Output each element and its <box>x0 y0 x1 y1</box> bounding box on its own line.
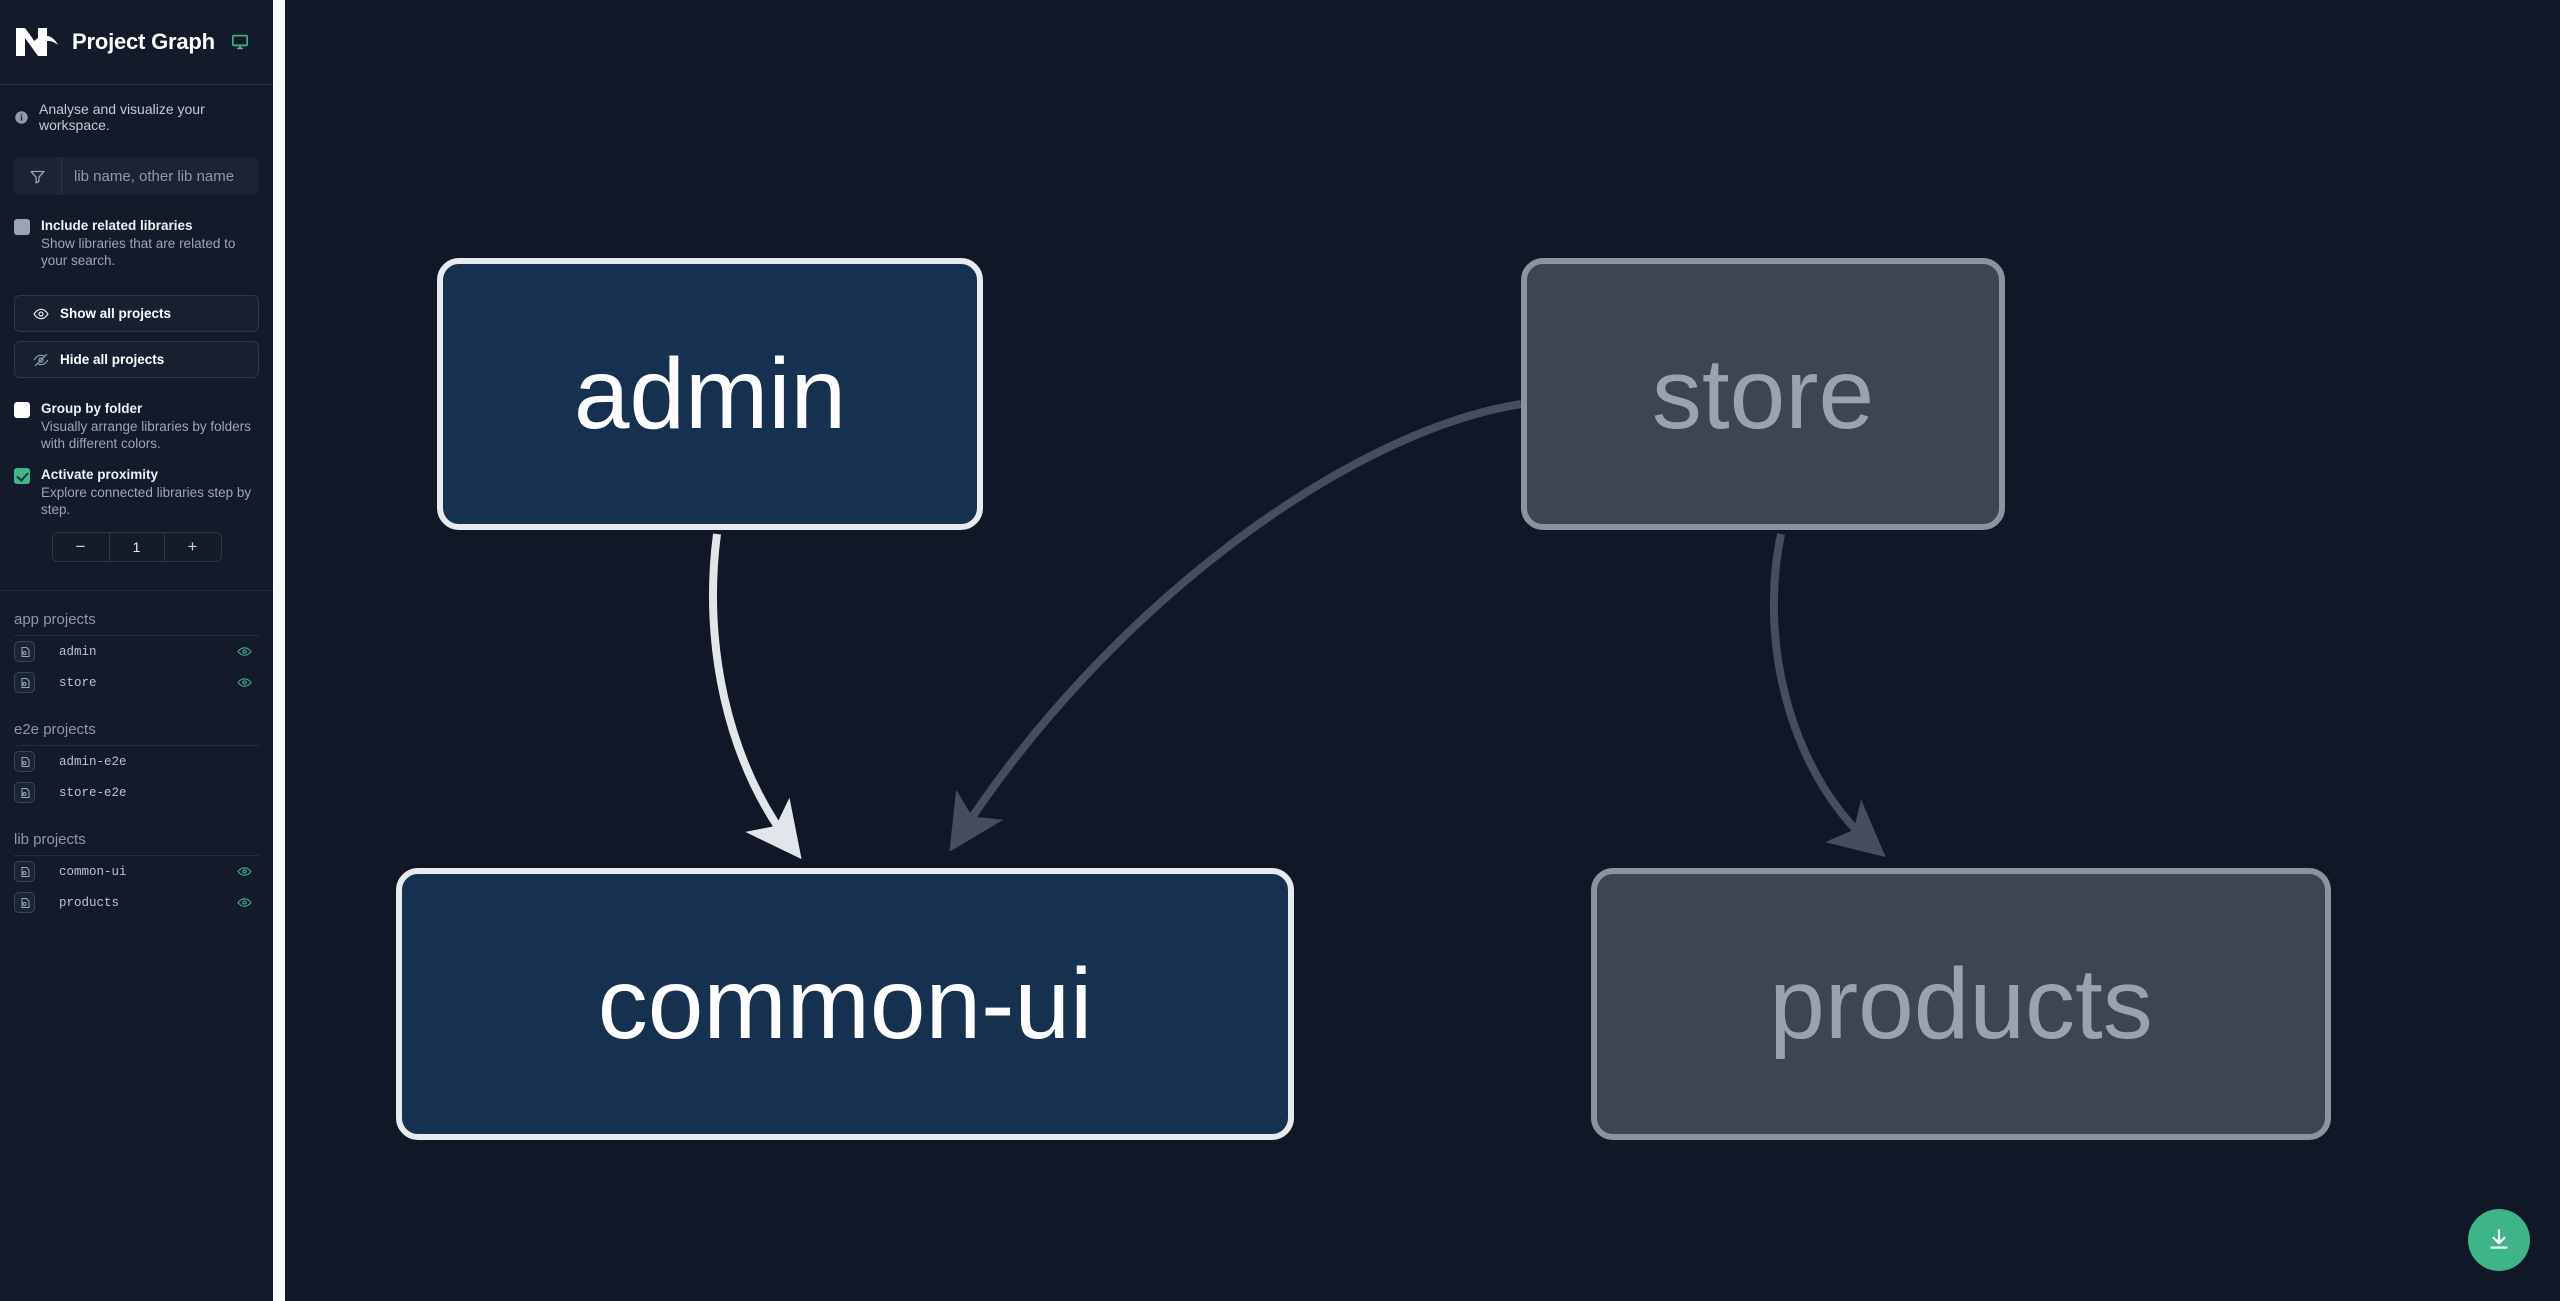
include-related-libraries-checkbox[interactable] <box>14 219 30 235</box>
project-group-app: app projects admin <box>0 591 273 698</box>
edge-admin-to-common-ui <box>709 533 802 860</box>
hide-all-projects-button[interactable]: Hide all projects <box>14 341 259 378</box>
option-label: Activate proximity <box>41 467 159 482</box>
edge-store-to-common-ui <box>949 400 1522 852</box>
graph-edges <box>709 400 1886 860</box>
project-icon <box>14 861 35 882</box>
project-group-title: lib projects <box>14 808 259 856</box>
proximity-decrement-button[interactable]: − <box>52 533 109 561</box>
eye-icon <box>33 306 49 322</box>
nx-logo-icon <box>14 22 62 62</box>
project-icon <box>14 751 35 772</box>
project-name: common-ui <box>59 864 127 879</box>
option-description: Visually arrange libraries by folders wi… <box>41 419 251 451</box>
option-include-related-libraries[interactable]: Include related libraries Show libraries… <box>0 217 273 269</box>
activate-proximity-checkbox[interactable] <box>14 468 30 484</box>
filter-funnel-icon <box>14 157 62 195</box>
project-name: store <box>59 675 97 690</box>
show-all-projects-button[interactable]: Show all projects <box>14 295 259 332</box>
search-box[interactable] <box>14 157 259 195</box>
option-group-by-folder[interactable]: Group by folder Visually arrange librari… <box>0 400 273 452</box>
eye-off-icon <box>33 352 49 368</box>
hide-all-projects-label: Hide all projects <box>60 352 165 367</box>
option-label: Group by folder <box>41 401 143 416</box>
option-label: Include related libraries <box>41 218 193 233</box>
project-list-item[interactable]: store <box>14 667 259 698</box>
project-list-item[interactable]: store-e2e <box>14 777 259 808</box>
project-group-e2e: e2e projects admin-e2e store-e2e <box>0 698 273 808</box>
project-list-item[interactable]: products <box>14 887 259 918</box>
project-list-item[interactable]: common-ui <box>14 856 259 887</box>
show-all-projects-label: Show all projects <box>60 306 172 321</box>
graph-node-label: common-ui <box>597 947 1093 1060</box>
graph-node-label: store <box>1651 337 1875 450</box>
graph-node-admin[interactable]: admin <box>437 258 983 530</box>
download-graph-button[interactable] <box>2468 1209 2530 1271</box>
proximity-value: 1 <box>108 533 165 561</box>
eye-icon[interactable] <box>237 895 253 910</box>
graph-canvas[interactable]: admin store common-ui products <box>285 0 2560 1301</box>
sidebar-divider <box>0 590 273 591</box>
option-description: Show libraries that are related to your … <box>41 236 236 268</box>
page-title: Project Graph <box>72 29 215 54</box>
proximity-increment-button[interactable]: + <box>164 533 221 561</box>
tagline: Analyse and visualize your workspace. <box>0 85 273 133</box>
project-group-lib: lib projects common-ui <box>0 808 273 918</box>
project-group-title: app projects <box>14 591 259 636</box>
graph-node-common-ui[interactable]: common-ui <box>396 868 1294 1140</box>
project-group-title: e2e projects <box>14 698 259 746</box>
eye-icon[interactable] <box>237 675 253 690</box>
graph-node-label: admin <box>573 337 847 450</box>
project-list-item[interactable]: admin <box>14 636 259 667</box>
monitor-icon[interactable] <box>231 33 249 51</box>
sidebar-scrollbar[interactable] <box>273 0 285 1301</box>
project-icon <box>14 641 35 662</box>
project-list-item[interactable]: admin-e2e <box>14 746 259 777</box>
download-icon <box>2486 1227 2512 1253</box>
proximity-stepper: − 1 + <box>14 532 259 562</box>
project-icon <box>14 782 35 803</box>
group-by-folder-checkbox[interactable] <box>14 402 30 418</box>
edge-store-to-products <box>1769 533 1886 858</box>
project-name: store-e2e <box>59 785 127 800</box>
project-icon <box>14 672 35 693</box>
project-name: admin-e2e <box>59 754 127 769</box>
project-icon <box>14 892 35 913</box>
info-icon <box>14 110 30 125</box>
project-name: products <box>59 895 120 910</box>
project-name: admin <box>59 644 97 659</box>
option-description: Explore connected libraries step by step… <box>41 485 252 517</box>
tagline-text: Analyse and visualize your workspace. <box>39 101 205 133</box>
sidebar: Project Graph Analyse and visualize your… <box>0 0 273 1301</box>
graph-node-products[interactable]: products <box>1591 868 2331 1140</box>
eye-icon[interactable] <box>237 864 253 879</box>
option-activate-proximity[interactable]: Activate proximity Explore connected lib… <box>0 466 273 518</box>
graph-node-store[interactable]: store <box>1521 258 2005 530</box>
search-input[interactable] <box>62 157 259 195</box>
graph-node-label: products <box>1769 947 2153 1060</box>
sidebar-header: Project Graph <box>0 0 273 85</box>
eye-icon[interactable] <box>237 644 253 659</box>
